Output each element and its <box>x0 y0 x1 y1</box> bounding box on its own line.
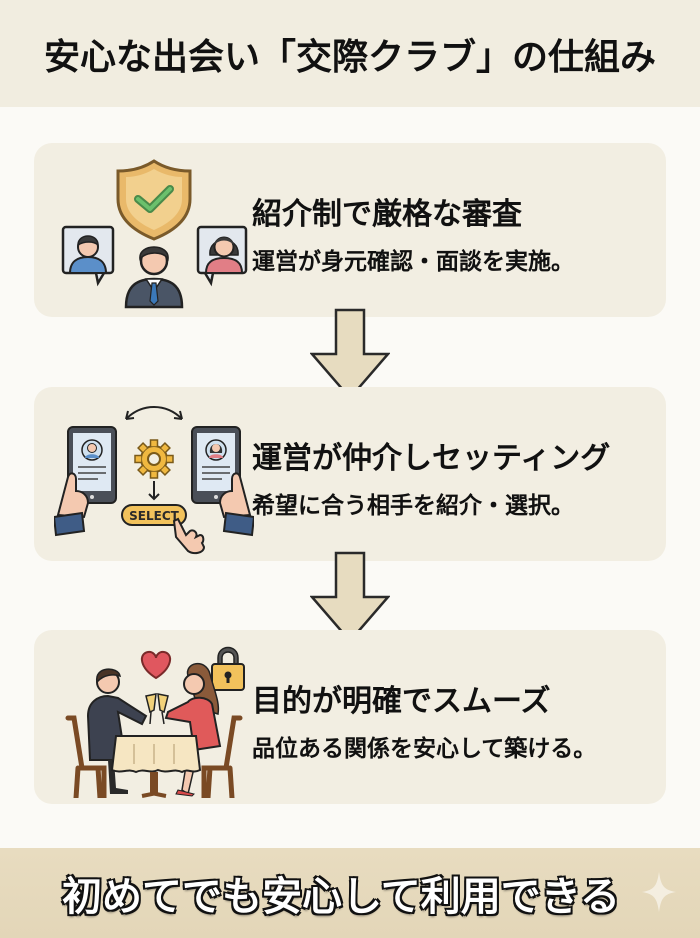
down-arrow-icon <box>310 308 390 400</box>
matching-tablets-illustration: SELECT <box>54 406 254 555</box>
step-title: 紹介制で厳格な審査 <box>252 197 522 232</box>
step-card-dating: 目的が明確でスムーズ 品位ある関係を安心して築ける。 <box>34 630 666 804</box>
champagne-toast-icon <box>145 693 169 725</box>
sparkle-icon <box>642 872 676 912</box>
shield-check-icon <box>116 159 192 241</box>
step-description: 希望に合う相手を紹介・選択。 <box>252 493 574 519</box>
dinner-date-illustration <box>65 646 245 798</box>
footer-banner: 初めてでも安心して利用できる <box>0 848 700 938</box>
step-title: 目的が明確でスムーズ <box>252 684 551 719</box>
header-banner: 安心な出会い「交際クラブ」の仕組み <box>0 0 700 107</box>
verified-screening-illustration <box>61 159 248 309</box>
tablet-man-profile-icon <box>54 426 117 537</box>
pointing-hand-icon <box>172 517 206 555</box>
step-card-matching: SELECT 運営が仲介しセッティング 希望に合う相手を紹介・選択。 <box>34 387 666 561</box>
man-profile-icon <box>61 225 115 287</box>
tablet-woman-profile-icon <box>191 426 254 537</box>
woman-profile-icon <box>196 225 248 287</box>
woman-diner-icon <box>164 663 222 797</box>
padlock-icon <box>211 646 245 691</box>
step-description: 品位ある関係を安心して築ける。 <box>252 736 597 762</box>
step-description: 運営が身元確認・面談を実施。 <box>252 249 574 275</box>
swap-arrow-icon <box>125 406 183 420</box>
dining-table-icon <box>110 735 202 798</box>
heart-icon <box>140 650 172 680</box>
staff-businessman-icon <box>124 246 184 309</box>
select-label: SELECT <box>129 509 179 523</box>
page-title: 安心な出会い「交際クラブ」の仕組み <box>43 36 656 78</box>
gear-icon <box>134 439 174 479</box>
footer-message: 初めてでも安心して利用できる <box>61 873 621 921</box>
step-card-screening: 紹介制で厳格な審査 運営が身元確認・面談を実施。 <box>34 143 666 317</box>
select-button-graphic: SELECT <box>121 504 187 526</box>
down-arrow-icon <box>310 551 390 643</box>
step-title: 運営が仲介しセッティング <box>252 441 611 476</box>
